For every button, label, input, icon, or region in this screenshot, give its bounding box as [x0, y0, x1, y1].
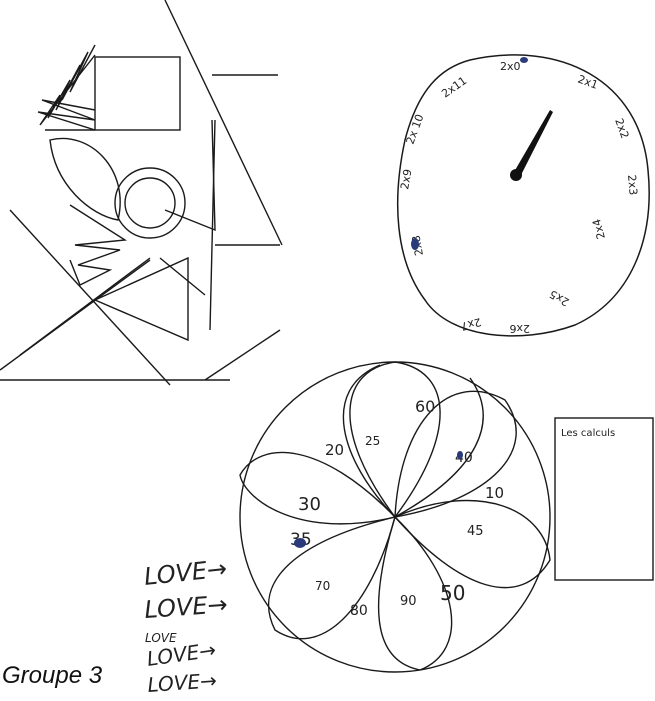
geometric-collage [0, 0, 282, 385]
clock-label: 2x0 [500, 60, 521, 73]
clock-label: 2x11 [439, 74, 469, 100]
love-line: LOVE→ [143, 554, 229, 591]
rosette-number: 45 [467, 524, 484, 539]
clock-center [510, 169, 522, 181]
clock-label: 2x6 [509, 322, 530, 335]
group-caption: Groupe 3 [2, 662, 102, 690]
rosette-number: 20 [325, 441, 344, 459]
rosette-figure [240, 362, 550, 672]
leaf-shape [50, 138, 120, 220]
multiplication-clock: 2x0 2x1 2x2 2x3 2x4 2x5 2x6 2x7 2x8 2x9 … [398, 55, 649, 336]
inner-circle [125, 178, 175, 228]
rosette-number: 25 [365, 434, 380, 448]
rosette-number: 60 [415, 397, 435, 416]
clock-label: 2x2 [612, 117, 631, 141]
square-shape [95, 57, 180, 130]
clock-face [398, 55, 649, 336]
clock-label: 2x1 [576, 73, 600, 92]
rosette-number: 40 [455, 450, 473, 466]
clock-label: 2x 10 [404, 112, 427, 146]
calculations-box: Les calculs [555, 418, 653, 580]
clock-label: 2x7 [459, 315, 482, 333]
love-line: LOVE→ [147, 668, 218, 697]
clock-label: 2x3 [625, 174, 640, 196]
rosette-number: 70 [315, 579, 330, 593]
rosette-number: 90 [400, 594, 417, 609]
rosette-number: 10 [485, 484, 504, 502]
rosette-number: 50 [440, 581, 465, 605]
rosette-number: 30 [298, 494, 321, 515]
rosette-number: 80 [350, 603, 368, 619]
clock-label: 2x5 [547, 287, 571, 309]
zigzag-bottom [70, 205, 125, 285]
love-line: LOVE→ [143, 590, 228, 624]
rosette-numbers: 60 20 25 40 10 30 35 45 50 70 80 90 [290, 397, 504, 619]
love-writing: LOVE→ LOVE→ LOVE LOVE→ LOVE→ [143, 554, 229, 697]
zigzag-left [38, 100, 95, 130]
clock-label: 2x4 [590, 217, 608, 240]
calculations-title: Les calculs [561, 428, 615, 439]
clock-label: 2x9 [398, 168, 414, 190]
clock-hand [514, 110, 553, 177]
